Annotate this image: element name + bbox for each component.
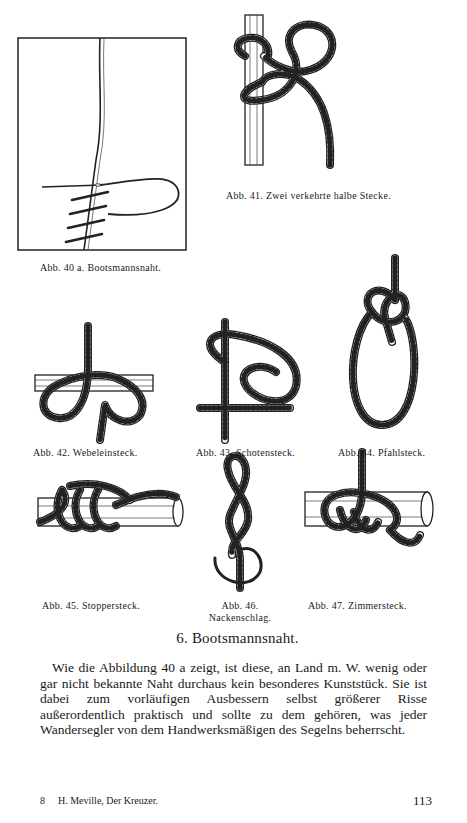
figure-caption: Abb. 46. Nackenschlag. <box>198 600 282 624</box>
figure-caption: Abb. 41. Zwei verkehrte halbe Stecke. <box>226 190 426 202</box>
figure-caption: Abb. 42. Webeleinsteck. <box>33 447 163 459</box>
page-number: 113 <box>392 793 432 809</box>
figure-caption: Abb. 43. Schotensteck. <box>196 447 316 459</box>
body-text: Wie die Abbildung 40 a zeigt, ist diese,… <box>40 660 427 738</box>
figure-caption: Abb. 47. Zimmersteck. <box>308 600 448 612</box>
seam-figure <box>18 38 186 250</box>
signature-number: 8 <box>40 795 54 806</box>
section-heading: 6. Bootsmannsnaht. <box>4 630 467 647</box>
figure-caption: Abb. 40 a. Bootsmannsnaht. <box>40 262 200 274</box>
figure-caption: Abb. 44. Pfahlsteck. <box>338 447 458 459</box>
figure-caption: Abb. 45. Stoppersteck. <box>42 600 182 612</box>
rope-knots <box>40 25 420 588</box>
page-footer: H. Meville, Der Kreuzer. <box>58 795 228 806</box>
